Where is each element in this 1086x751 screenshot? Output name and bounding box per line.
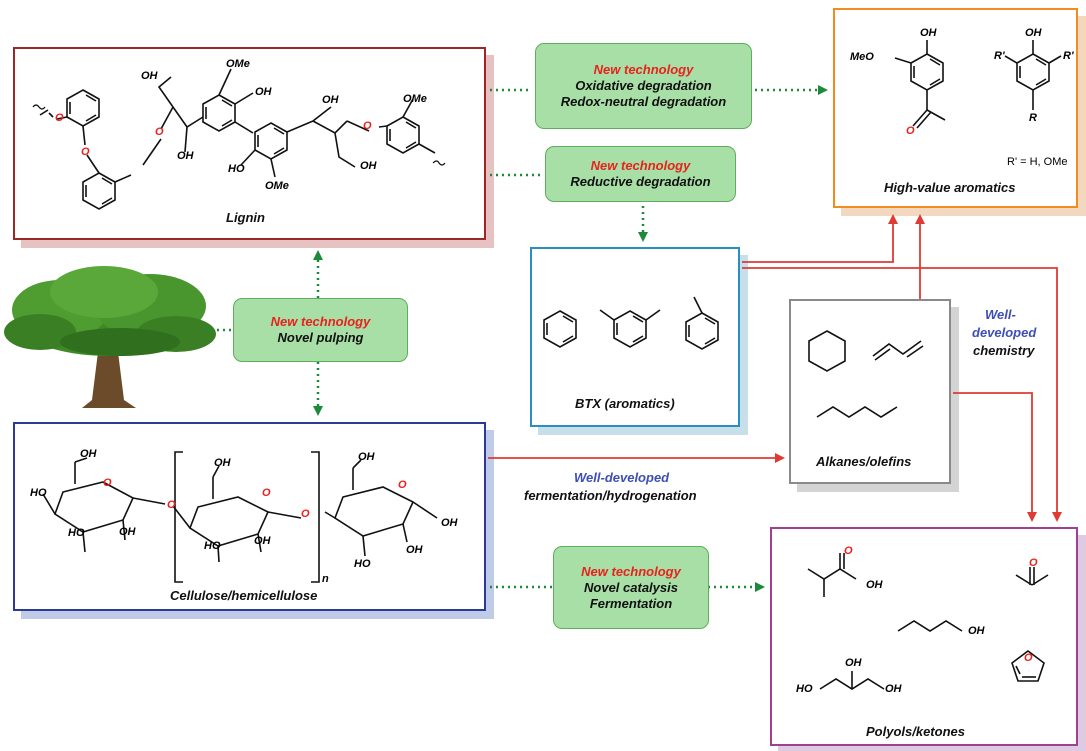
pill-catalysis-title: New technology <box>581 563 681 579</box>
aromatic-structures <box>894 40 1062 129</box>
well-developed-chemistry-title2: developed <box>972 325 1037 340</box>
arom-oh-1: OH <box>920 27 937 39</box>
cell-o-ring-1: O <box>103 477 112 489</box>
pill-catalysis-line1: Novel catalysis <box>584 579 678 595</box>
well-developed-chemistry-title1: Well- <box>985 307 1016 322</box>
cellulose-structure <box>42 451 438 583</box>
lignin-oh-1: OH <box>141 70 158 82</box>
cell-oh-3: OH <box>214 457 231 469</box>
lignin-oh-5: OH <box>360 160 377 172</box>
arrow-btx-to-polyols <box>742 267 1062 522</box>
btx-box <box>530 247 740 427</box>
poly-oh-acid: OH <box>866 579 883 591</box>
cell-oh-4: OH <box>254 535 271 547</box>
poly-ho-glycerol: HO <box>796 683 813 695</box>
well-developed-fermentation-title: Well-developed <box>574 470 670 485</box>
polyols-label: Polyols/ketones <box>866 724 965 739</box>
lignin-o-1: O <box>55 112 64 124</box>
btx-label: BTX (aromatics) <box>575 396 675 411</box>
arom-r-prime-2: R' <box>1063 50 1074 62</box>
pill-oxidative-line2: Redox-neutral degradation <box>560 94 727 109</box>
btx-structures <box>543 296 719 350</box>
lignin-o-4: O <box>363 120 372 132</box>
lignin-box <box>13 47 486 240</box>
lignin-o-2: O <box>81 146 90 158</box>
aromatics-box <box>833 8 1078 208</box>
arrow-btx-to-aromatics <box>742 214 898 263</box>
pill-oxidative: New technology Oxidative degradation Red… <box>535 43 752 129</box>
cellulose-label: Cellulose/hemicellulose <box>170 588 318 603</box>
cell-ho-2: HO <box>68 527 85 539</box>
pill-reductive: New technology Reductive degradation <box>545 146 736 202</box>
lignin-ome-2: OMe <box>265 180 289 192</box>
pill-reductive-line1: Reductive degradation <box>570 174 711 189</box>
arom-meo: MeO <box>850 51 874 63</box>
cell-oh-7: OH <box>406 544 423 556</box>
lignin-structure <box>32 68 446 210</box>
pill-reductive-title: New technology <box>590 158 691 173</box>
cell-o-ring-2: O <box>262 487 271 499</box>
pill-pulping-line1: Novel pulping <box>277 330 364 345</box>
alkane-structures <box>808 330 924 418</box>
cell-o-ring-3: O <box>398 479 407 491</box>
well-developed-chemistry-line1: chemistry <box>973 343 1035 358</box>
cell-oh-5: OH <box>358 451 375 463</box>
well-developed-fermentation-line1: fermentation/hydrogenation <box>524 488 697 503</box>
lignin-ome-1: OMe <box>226 58 250 70</box>
lignin-oh-2: OH <box>177 150 194 162</box>
pill-pulping-title: New technology <box>270 314 371 329</box>
pill-oxidative-title: New technology <box>593 62 694 77</box>
alkanes-box <box>789 299 951 484</box>
alkanes-label: Alkanes/olefins <box>816 454 912 469</box>
poly-oh-glycerol-2: OH <box>885 683 902 695</box>
poly-o-acetone: O <box>1029 557 1038 569</box>
cell-oh-6: OH <box>441 517 458 529</box>
polyols-box <box>770 527 1078 746</box>
lignin-oh-3: OH <box>255 86 272 98</box>
arom-oh-2: OH <box>1025 27 1042 39</box>
aromatics-label: High-value aromatics <box>884 180 1016 195</box>
cell-oh-1: OH <box>80 448 97 460</box>
pill-oxidative-line1: Oxidative degradation <box>575 78 712 93</box>
pill-catalysis: New technology Novel catalysis Fermentat… <box>553 546 709 629</box>
cell-n: n <box>322 573 329 585</box>
arom-r-prime-1: R' <box>994 50 1005 62</box>
arrow-alkanes-to-polyols <box>953 392 1037 522</box>
lignin-ho: HO <box>228 163 245 175</box>
polyol-structures <box>807 553 1049 690</box>
poly-oh-glycerol-1: OH <box>845 657 862 669</box>
arom-r: R <box>1029 112 1037 124</box>
cell-ho-3: HO <box>204 540 221 552</box>
tree-icon <box>4 266 216 408</box>
poly-o-furan: O <box>1024 652 1033 664</box>
arom-r-note: R' = H, OMe <box>1007 156 1068 168</box>
poly-o-acid: O <box>844 545 853 557</box>
poly-oh-butanol: OH <box>968 625 985 637</box>
cell-o-link-1: O <box>167 499 176 511</box>
arom-o-ketone: O <box>906 125 915 137</box>
cell-oh-2: OH <box>119 526 136 538</box>
lignin-o-3: O <box>155 126 164 138</box>
pill-catalysis-line2: Fermentation <box>589 595 673 611</box>
lignin-ome-3: OMe <box>403 93 427 105</box>
lignin-label: Lignin <box>226 210 265 225</box>
cell-ho-4: HO <box>354 558 371 570</box>
pill-pulping: New technology Novel pulping <box>233 298 408 362</box>
lignin-oh-4: OH <box>322 94 339 106</box>
cell-ho-1: HO <box>30 487 47 499</box>
cell-o-link-2: O <box>301 508 310 520</box>
